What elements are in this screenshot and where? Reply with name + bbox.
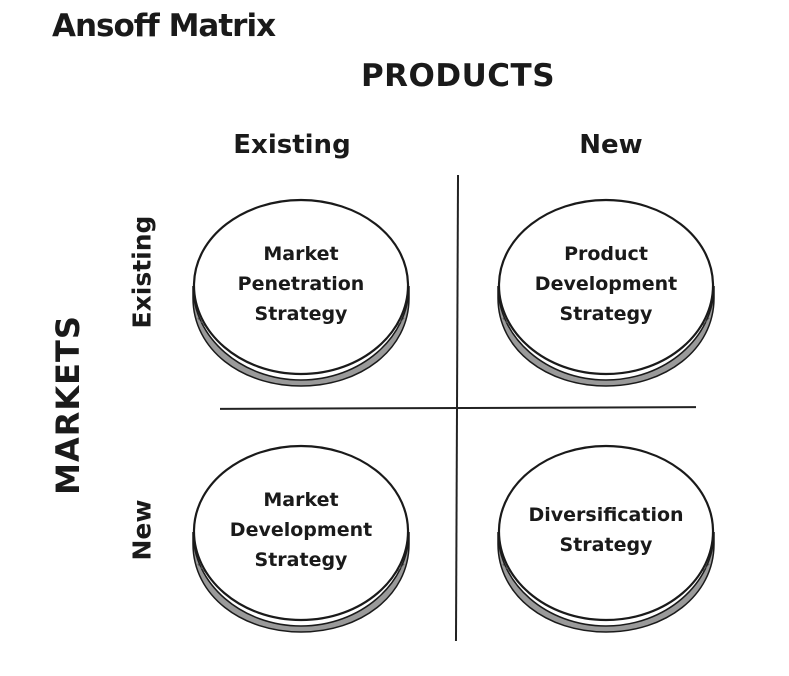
coin-shape <box>497 198 715 387</box>
quadrant-market-penetration: Market Penetration Strategy <box>190 198 412 388</box>
quadrant-text: Product Development Strategy <box>509 224 703 344</box>
quadrant-market-development: Market Development Strategy <box>190 444 412 634</box>
coin-shape <box>192 198 410 387</box>
coin-shape <box>192 444 410 633</box>
quadrant-text-line: Development <box>534 273 678 295</box>
quadrant-text-line: Strategy <box>559 303 653 325</box>
quadrant-text-line: Development <box>229 519 373 541</box>
quadrant-text-line: Product <box>564 243 648 265</box>
quadrant-text: Market Development Strategy <box>204 470 398 590</box>
quadrant-text-line: Market <box>263 243 339 265</box>
quadrant-text: Market Penetration Strategy <box>204 224 398 344</box>
row-label-existing: Existing <box>127 215 157 329</box>
products-axis-label: PRODUCTS <box>360 58 556 94</box>
row-label-new: New <box>127 499 157 561</box>
markets-axis-label: MARKETS <box>49 315 87 495</box>
quadrant-text-line: Penetration <box>237 273 365 295</box>
horizontal-divider <box>219 406 697 410</box>
quadrant-diversification: Diversification Strategy <box>495 444 717 634</box>
column-label-existing: Existing <box>233 130 351 160</box>
quadrant-text-line: Market <box>263 489 339 511</box>
quadrant-text-line: Diversification <box>528 504 684 526</box>
page-title: Ansoff Matrix <box>52 8 276 44</box>
coin-shape <box>497 444 715 633</box>
column-label-new: New <box>579 130 643 160</box>
quadrant-text-line: Strategy <box>559 534 653 556</box>
quadrant-text: Diversification Strategy <box>509 470 703 590</box>
quadrant-text-line: Strategy <box>254 549 348 571</box>
quadrant-text-line: Strategy <box>254 303 348 325</box>
quadrant-product-development: Product Development Strategy <box>495 198 717 388</box>
